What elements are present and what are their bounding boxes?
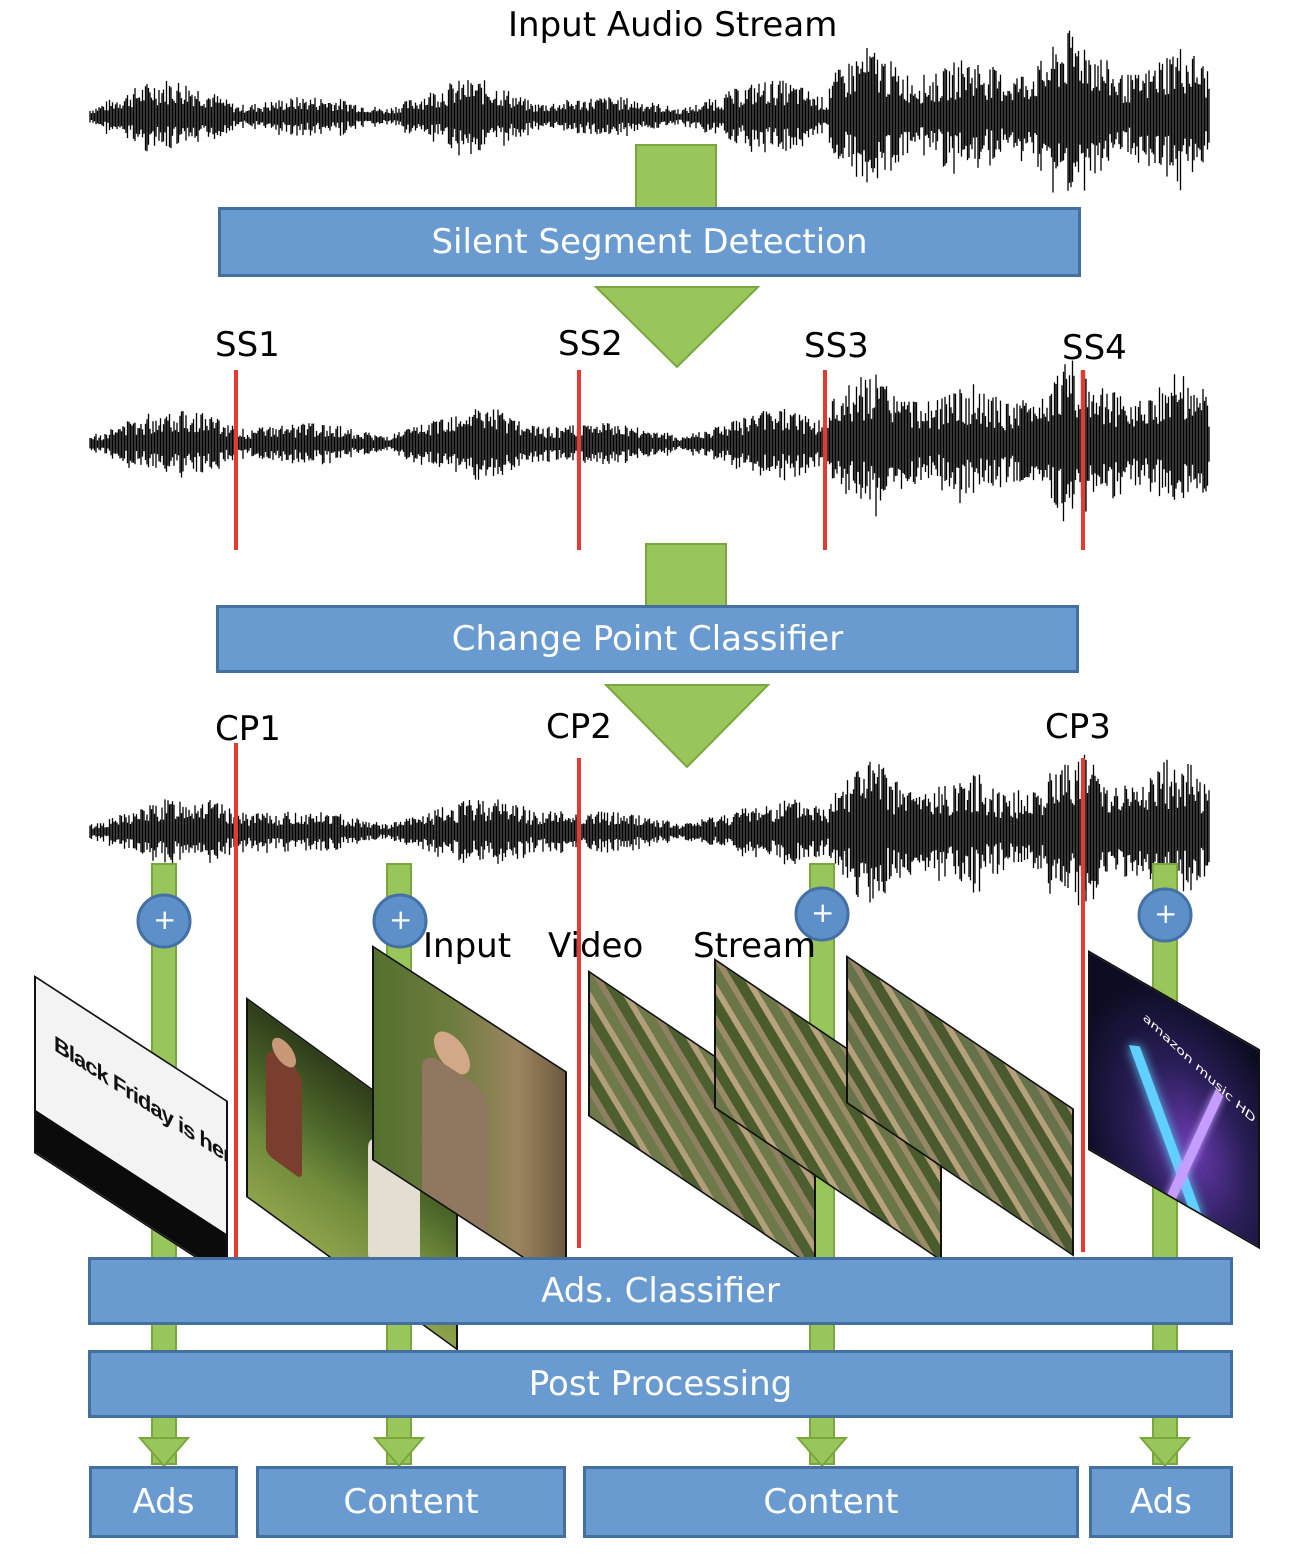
change-point-waveform: [89, 754, 1210, 906]
plus-sign: +: [389, 903, 413, 936]
plus-sign: +: [153, 903, 177, 936]
ads-classifier-box: Ads. Classifier: [88, 1257, 1233, 1325]
cp-label: CP3: [1045, 707, 1111, 747]
down-arrow-1: [593, 144, 761, 369]
plus-circle-icon: [136, 893, 192, 949]
cp-label: CP2: [546, 707, 612, 747]
ss-label: SS4: [1062, 328, 1127, 368]
output-content-box: Content: [583, 1466, 1079, 1538]
waveform-path: [89, 360, 1210, 522]
segmented-waveform: [89, 360, 1210, 522]
ss-label: SS1: [215, 325, 280, 365]
change-point-classifier-box: Change Point Classifier: [216, 605, 1079, 673]
plus-circle-icon: [1137, 887, 1193, 943]
output-ads-box: Ads: [89, 1466, 238, 1538]
silent-segment-detection-box: Silent Segment Detection: [218, 207, 1081, 277]
plus-circles: [136, 886, 1193, 949]
ss-label: SS3: [804, 326, 869, 366]
plus-circle-icon: [794, 886, 850, 942]
waveform-path: [89, 30, 1210, 193]
plus-sign: +: [1154, 897, 1178, 930]
down-arrow-2: [603, 543, 771, 769]
video-stream-label: Stream: [693, 926, 817, 966]
diagram-title: Input Audio Stream: [508, 5, 838, 45]
cp-marker-lines: [234, 743, 1085, 1258]
plus-sign: +: [811, 896, 835, 929]
post-processing-box: Post Processing: [88, 1350, 1233, 1418]
input-waveform: [89, 30, 1210, 193]
output-content-box: Content: [256, 1466, 566, 1538]
ss-label: SS2: [558, 324, 623, 364]
plus-circle-icon: [372, 893, 428, 949]
video-stream-label: Input: [423, 926, 512, 966]
ss-marker-lines: [234, 370, 1085, 550]
output-ads-box: Ads: [1089, 1466, 1233, 1538]
waveform-path: [89, 754, 1210, 906]
cp-label: CP1: [215, 709, 281, 749]
video-stream-label: Video: [548, 926, 644, 966]
